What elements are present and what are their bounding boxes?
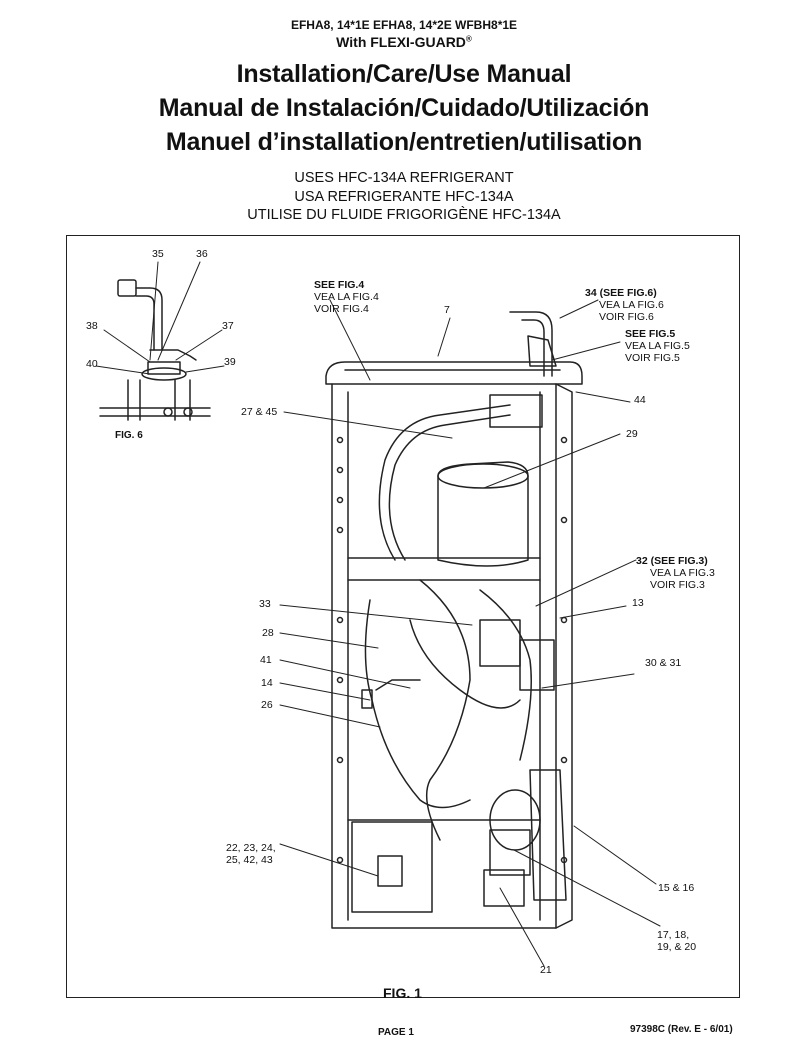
see-fig3-label: 32 (SEE FIG.3) VEA LA FIG.3 VOIR FIG.3 [636,555,715,591]
callout-7: 7 [444,304,450,316]
parts-diagram [95,261,661,967]
see-fig3-fr: VOIR FIG.3 [650,579,705,591]
registered-mark: ® [465,34,472,44]
callout-38: 38 [86,320,98,332]
see-fig4-es: VEA LA FIG.4 [314,291,379,303]
callout-15-16: 15 & 16 [658,882,695,894]
callout-28: 28 [262,627,274,639]
with-flexi-guard-text: With FLEXI-GUARD [336,34,466,50]
title-english: Installation/Care/Use Manual [236,60,572,88]
callout-37: 37 [222,320,234,332]
model-numbers: EFHA8, 14*1E EFHA8, 14*2E WFBH8*1E [290,18,518,32]
callout-35: 35 [152,248,164,260]
title-spanish: Manual de Instalación/Cuidado/Utilizació… [158,94,650,122]
see-fig4-label: SEE FIG.4 VEA LA FIG.4 VOIR FIG.4 [314,279,379,315]
see-fig4-fr: VOIR FIG.4 [314,303,369,315]
refrigerant-french: UTILISE DU FLUIDE FRIGORIGÈNE HFC-134A [247,207,561,223]
callout-33: 33 [259,598,271,610]
refrigerant-english: USES HFC-134A REFRIGERANT [294,170,514,186]
see-fig6-label: 34 (SEE FIG.6) VEA LA FIG.6 VOIR FIG.6 [585,287,664,323]
leader-lines [95,261,661,967]
callout-26: 26 [261,699,273,711]
refrigerant-spanish: USA REFRIGERANTE HFC-134A [294,189,514,205]
callout-17-line2: 19, & 20 [657,941,697,953]
callout-17-20: 17, 18, 19, & 20 [657,929,696,953]
callout-14: 14 [261,677,273,689]
callout-22-43: 22, 23, 24, 25, 42, 43 [226,842,276,866]
callout-39: 39 [224,356,236,368]
callout-21: 21 [540,964,552,976]
see-fig5-ref: SEE FIG.5 [625,328,676,340]
callout-36: 36 [196,248,208,260]
callout-29: 29 [626,428,638,440]
see-fig6-ref: 34 (SEE FIG.6) [585,287,657,299]
title-french: Manuel d’installation/entretien/utilisat… [165,128,643,156]
see-fig6-es: VEA LA FIG.6 [599,299,664,311]
document-number: 97398C (Rev. E - 6/01) [630,1024,733,1035]
see-fig6-fr: VOIR FIG.6 [599,311,654,323]
cabinet-drawing [325,311,583,929]
callout-40: 40 [86,358,98,370]
callout-27-45: 27 & 45 [241,406,278,418]
figure-1-caption: FIG. 1 [383,985,422,1001]
see-fig4-ref: SEE FIG.4 [314,279,365,291]
callout-41: 41 [260,654,272,666]
see-fig5-es: VEA LA FIG.5 [625,340,690,352]
callout-22-line2: 25, 42, 43 [226,854,273,866]
see-fig5-fr: VOIR FIG.5 [625,352,680,364]
fig6-bubbler-drawing [99,279,211,421]
see-fig3-es: VEA LA FIG.3 [650,567,715,579]
callout-44: 44 [634,394,646,406]
see-fig5-label: SEE FIG.5 VEA LA FIG.5 VOIR FIG.5 [625,328,690,364]
callout-13: 13 [632,597,644,609]
figure-frame [66,235,740,998]
see-fig3-ref: 32 (SEE FIG.3) [636,555,708,567]
flexi-guard-line: With FLEXI-GUARD® [0,34,808,50]
callout-17-line1: 17, 18, [657,929,690,941]
page-number: PAGE 1 [378,1027,414,1038]
figure-6-caption: FIG. 6 [115,430,143,441]
callout-30-31: 30 & 31 [645,657,682,669]
callout-22-line1: 22, 23, 24, [226,842,276,854]
